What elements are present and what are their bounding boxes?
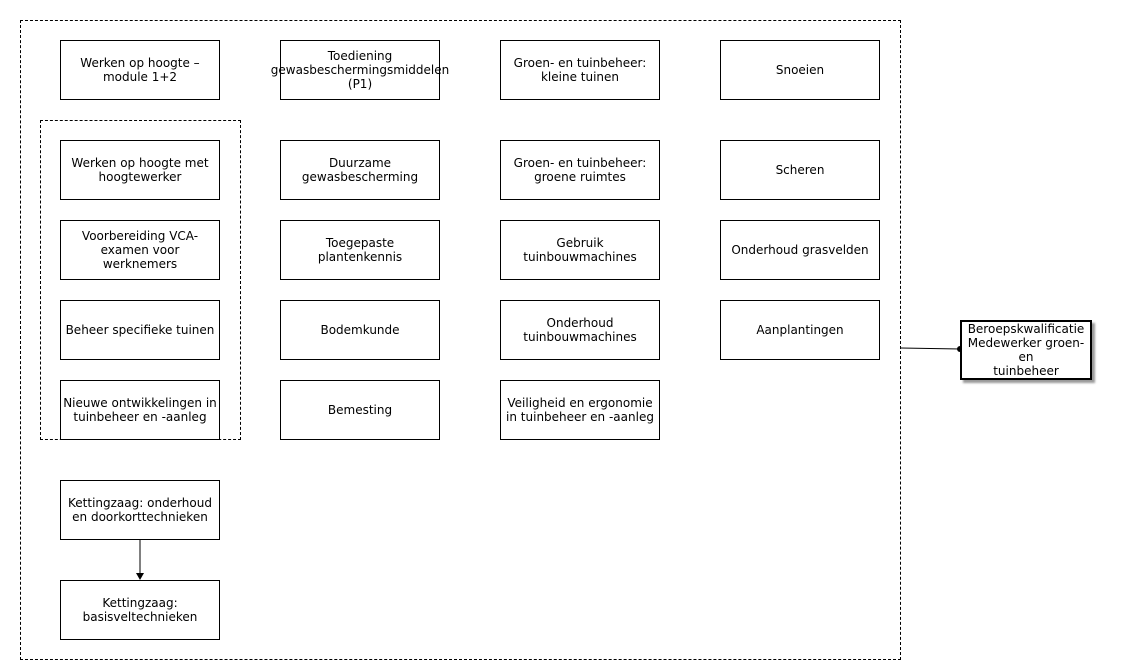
- box-label: Beheer specifieke tuinen: [65, 323, 215, 337]
- box-bemesting[interactable]: Bemesting: [280, 380, 440, 440]
- edge-frame-to-target: [900, 347, 961, 350]
- box-label: Onderhoud tuinbouwmachines: [523, 316, 637, 344]
- box-snoeien[interactable]: Snoeien: [720, 40, 880, 100]
- box-label: Aanplantingen: [756, 323, 844, 337]
- box-label: Toediening gewasbeschermingsmiddelen (P1…: [270, 49, 450, 91]
- box-label: Scheren: [775, 163, 825, 177]
- box-label: Gebruik tuinbouwmachines: [523, 236, 637, 264]
- box-beheer-specifieke-tuinen[interactable]: Beheer specifieke tuinen: [60, 300, 220, 360]
- box-scheren[interactable]: Scheren: [720, 140, 880, 200]
- box-onderhoud-machines[interactable]: Onderhoud tuinbouwmachines: [500, 300, 660, 360]
- box-label: Kettingzaag: onderhoud en doorkorttechni…: [68, 496, 212, 524]
- box-kettingzaag-basis[interactable]: Kettingzaag: basisveltechnieken: [60, 580, 220, 640]
- box-label: Bodemkunde: [320, 323, 400, 337]
- box-label: Snoeien: [775, 63, 825, 77]
- box-onderhoud-grasvelden[interactable]: Onderhoud grasvelden: [720, 220, 880, 280]
- box-plantenkennis[interactable]: Toegepaste plantenkennis: [280, 220, 440, 280]
- box-label: Toegepaste plantenkennis: [317, 236, 403, 264]
- box-label: Werken op hoogte met hoogtewerker: [71, 156, 209, 184]
- box-groen-groene-ruimtes[interactable]: Groen- en tuinbeheer: groene ruimtes: [500, 140, 660, 200]
- box-duurzame-gewasbescherming[interactable]: Duurzame gewasbescherming: [280, 140, 440, 200]
- box-beroepskwalificatie[interactable]: Beroepskwalificatie Medewerker groen- en…: [960, 320, 1092, 380]
- box-label: Voorbereiding VCA- examen voor werknemer…: [81, 229, 199, 271]
- box-label: Bemesting: [327, 403, 393, 417]
- box-label: Veiligheid en ergonomie in tuinbeheer en…: [506, 396, 654, 424]
- box-bodemkunde[interactable]: Bodemkunde: [280, 300, 440, 360]
- box-label: Duurzame gewasbescherming: [301, 156, 419, 184]
- outer-group-frame: [20, 20, 901, 660]
- box-groen-kleine-tuinen[interactable]: Groen- en tuinbeheer: kleine tuinen: [500, 40, 660, 100]
- box-toediening[interactable]: Toediening gewasbeschermingsmiddelen (P1…: [271, 40, 449, 100]
- box-label: Beroepskwalificatie Medewerker groen- en…: [967, 322, 1085, 378]
- box-label: Werken op hoogte – module 1+2: [80, 56, 200, 84]
- box-kettingzaag-onderhoud[interactable]: Kettingzaag: onderhoud en doorkorttechni…: [60, 480, 220, 540]
- box-label: Kettingzaag: basisveltechnieken: [82, 596, 198, 624]
- box-werken-hoogtewerker[interactable]: Werken op hoogte met hoogtewerker: [60, 140, 220, 200]
- box-vca-examen[interactable]: Voorbereiding VCA- examen voor werknemer…: [60, 220, 220, 280]
- box-label: Groen- en tuinbeheer: groene ruimtes: [513, 156, 647, 184]
- box-veiligheid-ergonomie[interactable]: Veiligheid en ergonomie in tuinbeheer en…: [500, 380, 660, 440]
- box-aanplantingen[interactable]: Aanplantingen: [720, 300, 880, 360]
- box-nieuwe-ontwikkelingen[interactable]: Nieuwe ontwikkelingen in tuinbeheer en -…: [60, 380, 220, 440]
- box-label: Onderhoud grasvelden: [731, 243, 869, 257]
- box-label: Nieuwe ontwikkelingen in tuinbeheer en -…: [63, 396, 217, 424]
- box-label: Groen- en tuinbeheer: kleine tuinen: [513, 56, 647, 84]
- box-gebruik-machines[interactable]: Gebruik tuinbouwmachines: [500, 220, 660, 280]
- box-werken-op-hoogte[interactable]: Werken op hoogte – module 1+2: [60, 40, 220, 100]
